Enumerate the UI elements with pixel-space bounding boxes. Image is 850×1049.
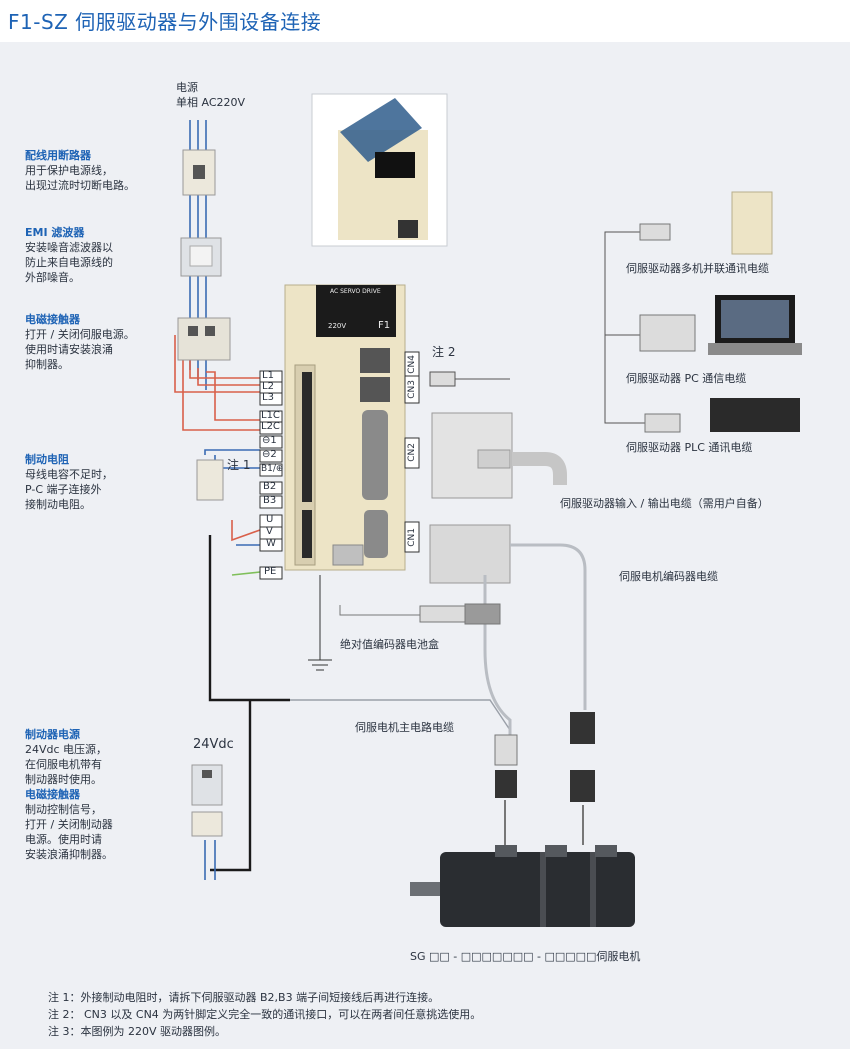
brake-contactor-line: 打开 / 关闭制动器: [25, 818, 113, 831]
footnote-2: 注 2： CN3 以及 CN4 为两针脚定义完全一致的通讯接口，可以在两者间任意…: [48, 1008, 482, 1021]
resistor-line: 母线电容不足时，: [25, 468, 113, 481]
brake-power-line: 在伺服电机带有: [25, 758, 102, 771]
brake-power-label: 制动器电源 24Vdc 电压源， 在伺服电机带有 制动器时使用。 电磁接触器 制…: [25, 727, 113, 862]
drive-face-model: F1: [378, 320, 391, 331]
encoder-cable: [429, 524, 595, 845]
brake-power-line: 24Vdc 电压源，: [25, 743, 108, 756]
port-cn2: CN2: [407, 443, 417, 462]
brake-power-line: 制动器时使用。: [25, 773, 102, 786]
resistor-line: P-C 端子连接外: [25, 483, 102, 496]
breaker-line: 用于保护电源线，: [25, 164, 113, 177]
terminal-minus1: ⊖1: [262, 435, 277, 446]
page-title: F1-SZ 伺服驱动器与外围设备连接: [8, 10, 322, 34]
emi-line: 防止来自电源线的: [25, 256, 113, 269]
drive-face-volt: 220V: [328, 322, 347, 330]
terminal-l1c: L1C: [261, 410, 280, 421]
servo-drive: [284, 284, 406, 571]
emi-filter: [180, 237, 222, 277]
caption-main-cable: 伺服电机主电路电缆: [355, 721, 454, 734]
brake-contactor-line: 安装浪涌抑制器。: [25, 848, 113, 861]
caption-pc-cable: 伺服驱动器 PC 通信电缆: [626, 372, 747, 385]
port-cn3: CN3: [407, 380, 417, 399]
footnote-3: 注 3：本图例为 220V 驱动器图例。: [48, 1025, 227, 1038]
brake-resistor: [196, 459, 224, 501]
footnote-1: 注 1：外接制动电阻时，请拆下伺服驱动器 B2,B3 端子间短接线后再进行连接。: [48, 991, 440, 1004]
port-cn1: CN1: [407, 528, 417, 547]
terminal-l1: L1: [262, 370, 274, 381]
contactor-line: 使用时请安装浪涌: [25, 343, 113, 356]
caption-plc-cable: 伺服驱动器 PLC 通讯电缆: [626, 441, 753, 454]
emi-label: EMI 滤波器 安装噪音滤波器以 防止来自电源线的 外部噪音。: [25, 225, 113, 285]
note-tag-2: 注 2: [432, 345, 456, 359]
terminal-boxes: [259, 370, 283, 580]
terminal-b1: B1/⊕: [261, 464, 284, 474]
pc-image: [639, 295, 802, 355]
resistor-label: 制动电阻 母线电容不足时， P-C 端子连接外 接制动电阻。: [25, 452, 113, 512]
drive-face-top: AC SERVO DRIVE: [330, 288, 381, 295]
brake-power-supply: [191, 764, 223, 837]
power-source-label: 电源 单相 AC220V: [176, 80, 245, 110]
vdc-label: 24Vdc: [193, 737, 234, 752]
caption-battery-box: 绝对值编码器电池盒: [340, 638, 439, 651]
port-cn4: CN4: [407, 355, 417, 374]
terminal-u: U: [266, 514, 274, 525]
breaker-head: 配线用断路器: [25, 149, 91, 162]
plc-image: [644, 398, 800, 433]
drive-zoom-inset: [311, 93, 448, 247]
resistor-head: 制动电阻: [25, 453, 69, 466]
emi-head: EMI 滤波器: [25, 226, 85, 239]
circuit-breaker: [182, 149, 216, 196]
resistor-line: 接制动电阻。: [25, 498, 91, 511]
terminal-b2: B2: [263, 481, 277, 492]
caption-encoder-cable: 伺服电机编码器电缆: [619, 570, 718, 583]
breaker-label: 配线用断路器 用于保护电源线， 出现过流时切断电路。: [25, 148, 135, 193]
magnetic-contactor: [177, 317, 231, 361]
brake-contactor-line: 制动控制信号，: [25, 803, 102, 816]
comm-cable-cn4: [429, 371, 510, 387]
brake-contactor-head: 电磁接触器: [25, 788, 80, 801]
comm-cable-lines: [604, 231, 645, 424]
caption-io-cable: 伺服驱动器输入 / 输出电缆（需用户自备）: [560, 497, 769, 510]
servo-motor: [410, 845, 635, 927]
ground-symbol: [308, 575, 332, 671]
title-bar: F1-SZ 伺服驱动器与外围设备连接: [0, 0, 850, 42]
brake-contactor-line: 电源。使用时请: [25, 833, 102, 846]
port-boxes: [404, 351, 420, 553]
multi-drive-image: [639, 191, 773, 255]
terminal-v: V: [266, 526, 273, 537]
contactor-line: 抑制器。: [25, 358, 69, 371]
caption-multi-drive: 伺服驱动器多机并联通讯电缆: [626, 262, 769, 275]
brake-power-head: 制动器电源: [25, 728, 80, 741]
emi-line: 外部噪音。: [25, 271, 80, 284]
note-tag-1: 注 1: [227, 458, 251, 472]
caption-servo-motor: SG □□ - □□□□□□□ - □□□□□伺服电机: [410, 950, 641, 963]
terminal-l2c: L2C: [261, 421, 280, 432]
terminal-minus2: ⊖2: [262, 449, 277, 460]
power-label-line2: 单相 AC220V: [176, 96, 246, 109]
io-connector: [431, 412, 567, 499]
contactor-label: 电磁接触器 打开 / 关闭伺服电源。 使用时请安装浪涌 抑制器。: [25, 312, 135, 372]
contactor-line: 打开 / 关闭伺服电源。: [25, 328, 135, 341]
emi-line: 安装噪音滤波器以: [25, 241, 113, 254]
terminal-w: W: [266, 538, 276, 549]
terminal-b3: B3: [263, 495, 277, 506]
terminal-pe: PE: [264, 566, 277, 577]
contactor-head: 电磁接触器: [25, 313, 80, 326]
power-label-line1: 电源: [176, 81, 198, 94]
breaker-line: 出现过流时切断电路。: [25, 179, 135, 192]
battery-cable: [339, 603, 501, 625]
terminal-l3: L3: [262, 392, 274, 403]
terminal-l2: L2: [262, 381, 274, 392]
